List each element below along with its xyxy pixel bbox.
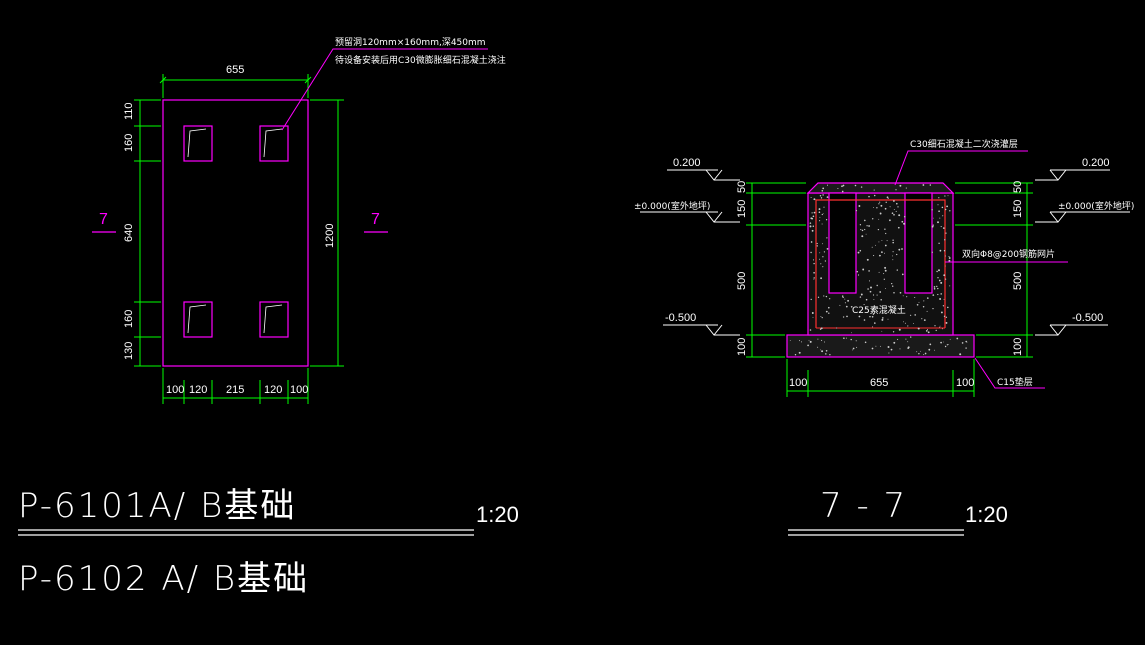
section-dim-500-right: 500 xyxy=(1012,272,1024,290)
plan-hole xyxy=(259,125,289,162)
elevation-bottom-left: -0.500 xyxy=(665,312,696,324)
plan-view: 655 110 160 640 160 130 1200 xyxy=(92,36,506,404)
plan-leader xyxy=(281,48,488,131)
plan-hole xyxy=(259,301,289,338)
section-bottom-dimension xyxy=(786,359,975,397)
elevation-ground-right: ±0.000(室外地坪) xyxy=(1058,200,1134,212)
plan-dim-160-top: 160 xyxy=(123,134,135,152)
plan-dim-1200: 1200 xyxy=(324,224,336,248)
drawing-scale-1: 1:20 xyxy=(476,502,519,527)
section-bottom-dim-100-left: 100 xyxy=(789,377,807,389)
plan-bottom-dim-100-right: 100 xyxy=(290,384,308,396)
elevation-markers-right xyxy=(1035,169,1130,336)
section-leaders xyxy=(894,150,1068,389)
section-hole xyxy=(828,192,857,294)
drawing-scale-2: 1:20 xyxy=(965,502,1008,527)
grout-note: C30细石混凝土二次浇灌层 xyxy=(910,138,1018,150)
plan-note-line2: 待设备安装后用C30微膨胀细石混凝土浇注 xyxy=(335,54,506,66)
section-bottom-dim-655: 655 xyxy=(870,377,888,389)
rebar-note: 双向Φ8@200钢筋网片 xyxy=(962,248,1055,260)
section-dim-50-left: 50 xyxy=(736,181,748,193)
svg-text:7: 7 xyxy=(99,211,108,228)
section-left-dimension xyxy=(746,182,806,358)
plan-dim-640: 640 xyxy=(123,224,135,242)
plan-top-dim-label: 655 xyxy=(226,64,244,76)
plan-dim-130: 130 xyxy=(123,342,135,360)
section-dim-500-left: 500 xyxy=(736,272,748,290)
section-right-dimension xyxy=(955,182,1033,358)
cushion-note: C15垫层 xyxy=(997,376,1033,388)
plan-outline xyxy=(162,99,309,367)
plan-top-dimension xyxy=(159,74,312,98)
section-hole xyxy=(904,192,933,294)
section-title: 7 - 7 xyxy=(820,486,907,526)
section-dim-100-right: 100 xyxy=(1012,338,1024,356)
section-dim-100-left: 100 xyxy=(736,338,748,356)
drawing-title-1: P-6101A/ B基础 xyxy=(18,486,296,526)
concrete-note: C25素混凝土 xyxy=(852,304,906,316)
section-view: 50 150 500 100 50 150 500 100 100 655 10… xyxy=(634,138,1134,397)
section-bottom-dim-100-right: 100 xyxy=(956,377,974,389)
section-dim-50-right: 50 xyxy=(1012,181,1024,193)
plan-note-line1: 预留洞120mm×160mm,深450mm xyxy=(335,36,486,48)
plan-right-dimension xyxy=(310,99,344,367)
plan-dim-110: 110 xyxy=(123,102,135,120)
elevation-top-left: 0.200 xyxy=(673,157,701,169)
plan-hole xyxy=(183,301,213,338)
elevation-ground-left: ±0.000(室外地坪) xyxy=(634,200,710,212)
plan-bottom-dim-215: 215 xyxy=(226,384,244,396)
plan-bottom-dim-120-right: 120 xyxy=(264,384,282,396)
plan-bottom-dim-100-left: 100 xyxy=(166,384,184,396)
grout-layer xyxy=(806,182,955,194)
title-block: P-6101A/ B基础 P-6102 A/ B基础 1:20 7 - 7 1:… xyxy=(18,486,1008,599)
plan-dim-160-bottom: 160 xyxy=(123,310,135,328)
drawing-title-2: P-6102 A/ B基础 xyxy=(18,559,309,599)
svg-text:7: 7 xyxy=(371,211,380,228)
plan-bottom-dimension xyxy=(162,368,309,404)
section-dim-150-right: 150 xyxy=(1012,200,1024,218)
plan-section-mark-right: 7 xyxy=(364,211,388,233)
rebar-mesh xyxy=(815,199,946,328)
elevation-bottom-right: -0.500 xyxy=(1072,312,1103,324)
section-dim-150-left: 150 xyxy=(736,200,748,218)
plan-left-dimension xyxy=(134,99,161,367)
plan-hole xyxy=(183,125,213,162)
plan-bottom-dim-120-left: 120 xyxy=(189,384,207,396)
elevation-markers-left xyxy=(640,169,740,336)
plan-section-mark-left: 7 xyxy=(92,211,116,233)
concrete-hatch xyxy=(789,184,968,356)
elevation-top-right: 0.200 xyxy=(1082,157,1110,169)
